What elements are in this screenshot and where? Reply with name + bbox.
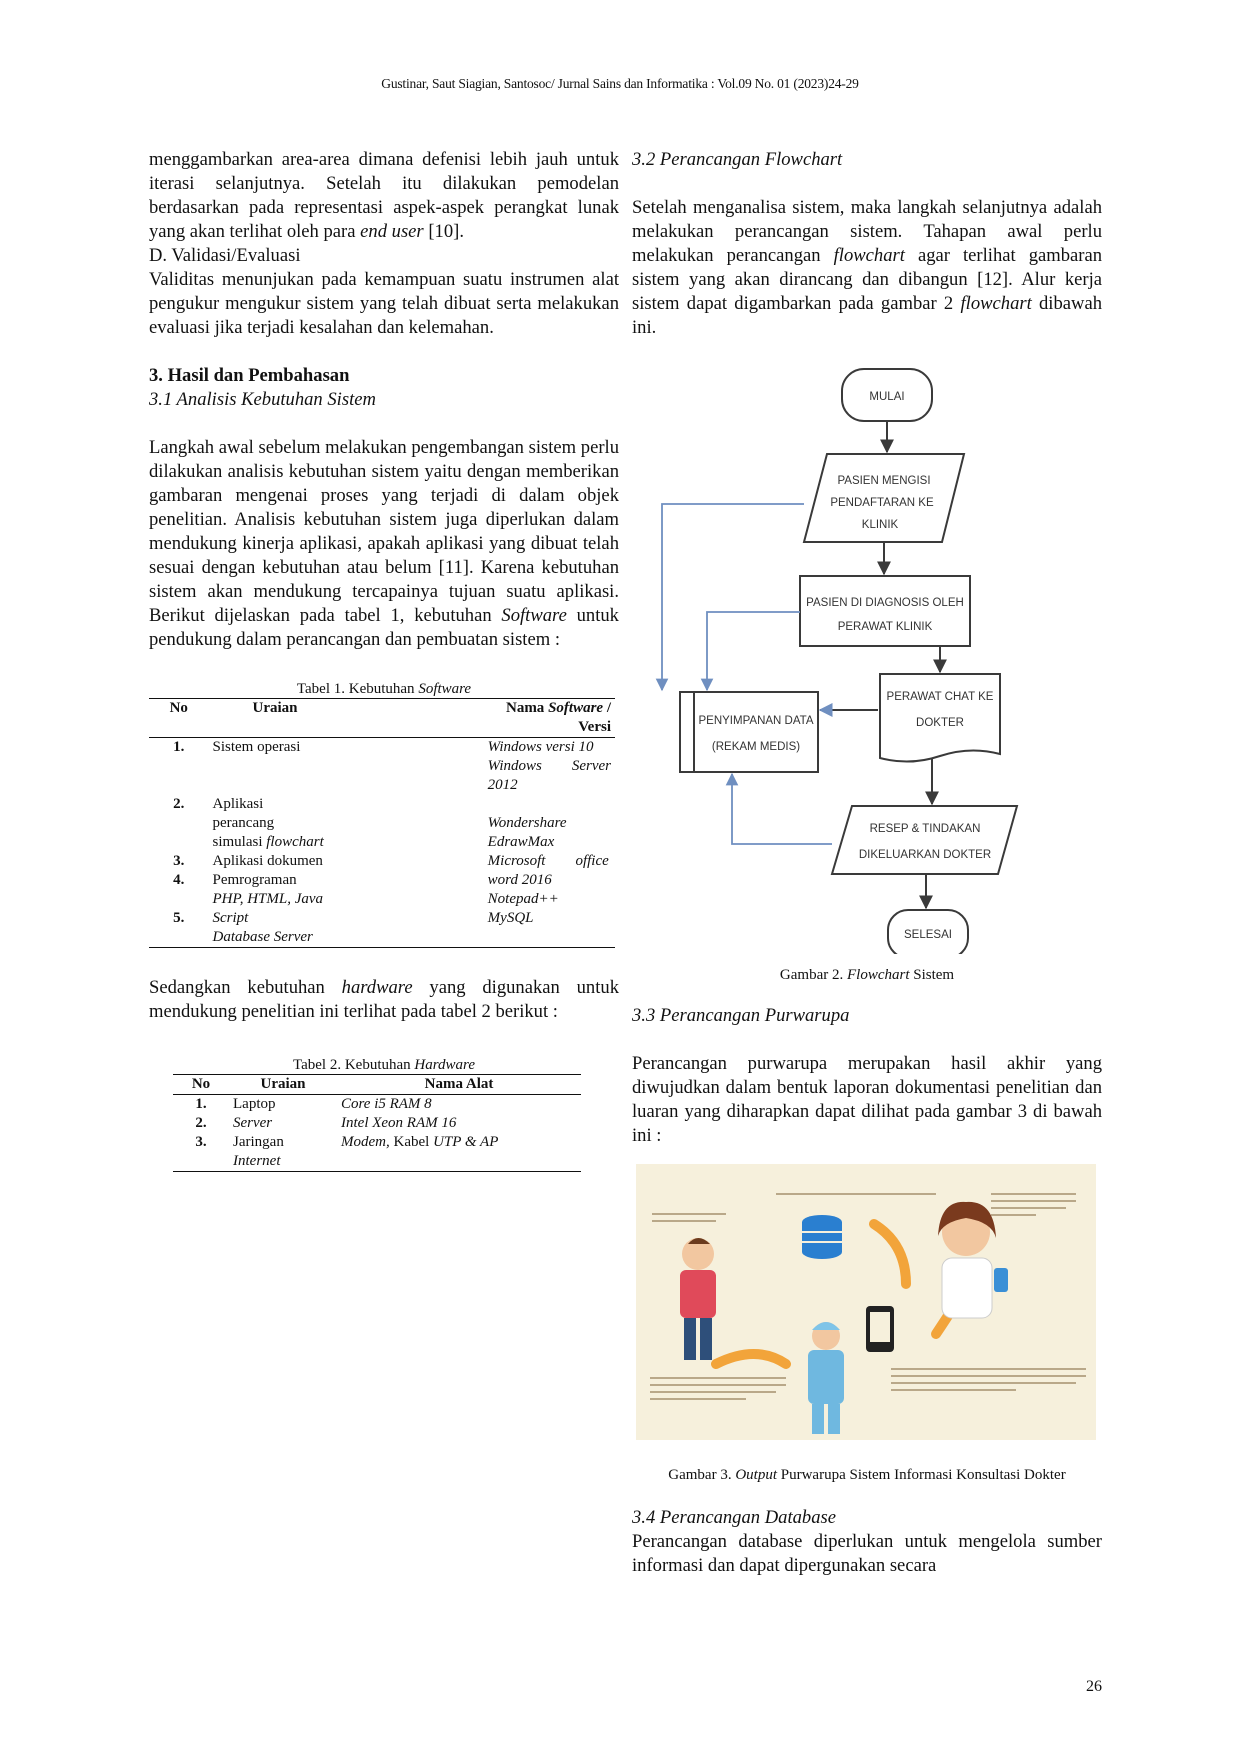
subsection-heading: 3.4 Perancangan Database [632,1507,836,1528]
table-1: No Uraian Nama Software / Versi 1. Siste… [149,698,615,948]
subsection-heading: 3.2 Perancangan Flowchart [632,149,843,170]
subsection-heading-d: D. Validasi/Evaluasi [149,245,301,266]
table-header: Uraian [260,1076,306,1092]
paragraph: Validitas menunjukan pada kemampuan suat… [149,269,619,338]
table-row: 1. Laptop Core i5 RAM 8 [195,1096,432,1112]
figure-2-caption: Gambar 2. Flowchart Sistem [779,967,955,983]
subsection-heading: 3.1 Analisis Kebutuhan Sistem [149,389,376,410]
subsection-heading: 3.3 Perancangan Purwarupa [632,1005,850,1026]
section-heading: 3. Hasil dan Pembahasan [149,365,350,386]
paragraph: Perancangan purwarupa merupakan hasil ak… [632,1053,1102,1146]
table-row: 2. Server Intel Xeon RAM 16 [195,1115,457,1131]
doctor-figure [938,1201,1008,1319]
document-shape [879,673,1001,763]
flow-label: SELESAI [904,929,952,941]
paragraph: Setelah menganalisa sistem, maka langkah… [632,197,1103,338]
flow-label: PENYIMPANAN DATA [698,715,813,727]
paragraph: Perancangan database diperlukan untuk me… [632,1531,1102,1576]
database-icon [802,1215,842,1259]
page-number: 26 [1086,1678,1102,1695]
nurse-figure [808,1322,844,1434]
arrow-icon [711,1349,791,1369]
paragraph: menggambarkan area-area dimana defenisi … [149,149,619,242]
flow-label: PASIEN MENGISI [837,475,930,487]
table-2-caption: Tabel 2. Kebutuhan Hardware [293,1057,475,1073]
flowchart-figure: MULAI PASIEN MENGISI PENDAFTARAN KE KLIN… [655,368,1019,954]
table-header: Uraian [252,700,298,716]
flow-label: (REKAM MEDIS) [712,741,800,753]
storage-box [679,691,819,773]
table-2: No Uraian Nama Alat 1. Laptop Core i5 RA… [173,1074,581,1172]
output-parallelogram [830,805,1019,875]
flow-label: DIKELUARKAN DOKTER [859,849,991,861]
input-parallelogram [802,453,966,543]
end-terminal [887,909,969,954]
flow-label: PERAWAT CHAT KE [887,691,994,703]
patient-figure [680,1238,716,1360]
process-box [799,575,971,647]
flow-label: PENDAFTARAN KE [830,497,934,509]
flow-label: KLINIK [862,519,899,531]
flow-label: PASIEN DI DIAGNOSIS OLEH [806,597,964,609]
table-header: No [169,700,188,716]
table-header: Nama Alat [424,1076,494,1092]
figure-3-caption: Gambar 3. Output Purwarupa Sistem Inform… [668,1467,1066,1483]
arrow-icon [869,1219,911,1289]
phone-icon [866,1306,894,1352]
flow-label: RESEP & TINDAKAN [870,823,981,835]
running-head: Gustinar, Saut Siagian, Santosoc/ Jurnal… [381,76,859,91]
table-header: No [191,1076,211,1092]
flow-label: PERAWAT KLINIK [838,621,933,633]
table-header: Nama Software / Versi [505,700,611,735]
flow-label: DOKTER [916,717,964,729]
left-column: menggambarkan area-area dimana defenisi … [149,148,619,1172]
prototype-illustration [636,1164,1096,1440]
paragraph: Sedangkan kebutuhan hardware yang diguna… [149,977,619,1022]
right-column: 3.2 Perancangan Flowchart Setelah mengan… [632,148,1102,1578]
table-1-caption: Tabel 1. Kebutuhan Software [296,681,472,697]
paragraph: Langkah awal sebelum melakukan pengemban… [149,437,619,650]
table-row: 3. Aplikasi dokumen Microsoft office [173,853,609,869]
flow-label: MULAI [869,391,904,403]
